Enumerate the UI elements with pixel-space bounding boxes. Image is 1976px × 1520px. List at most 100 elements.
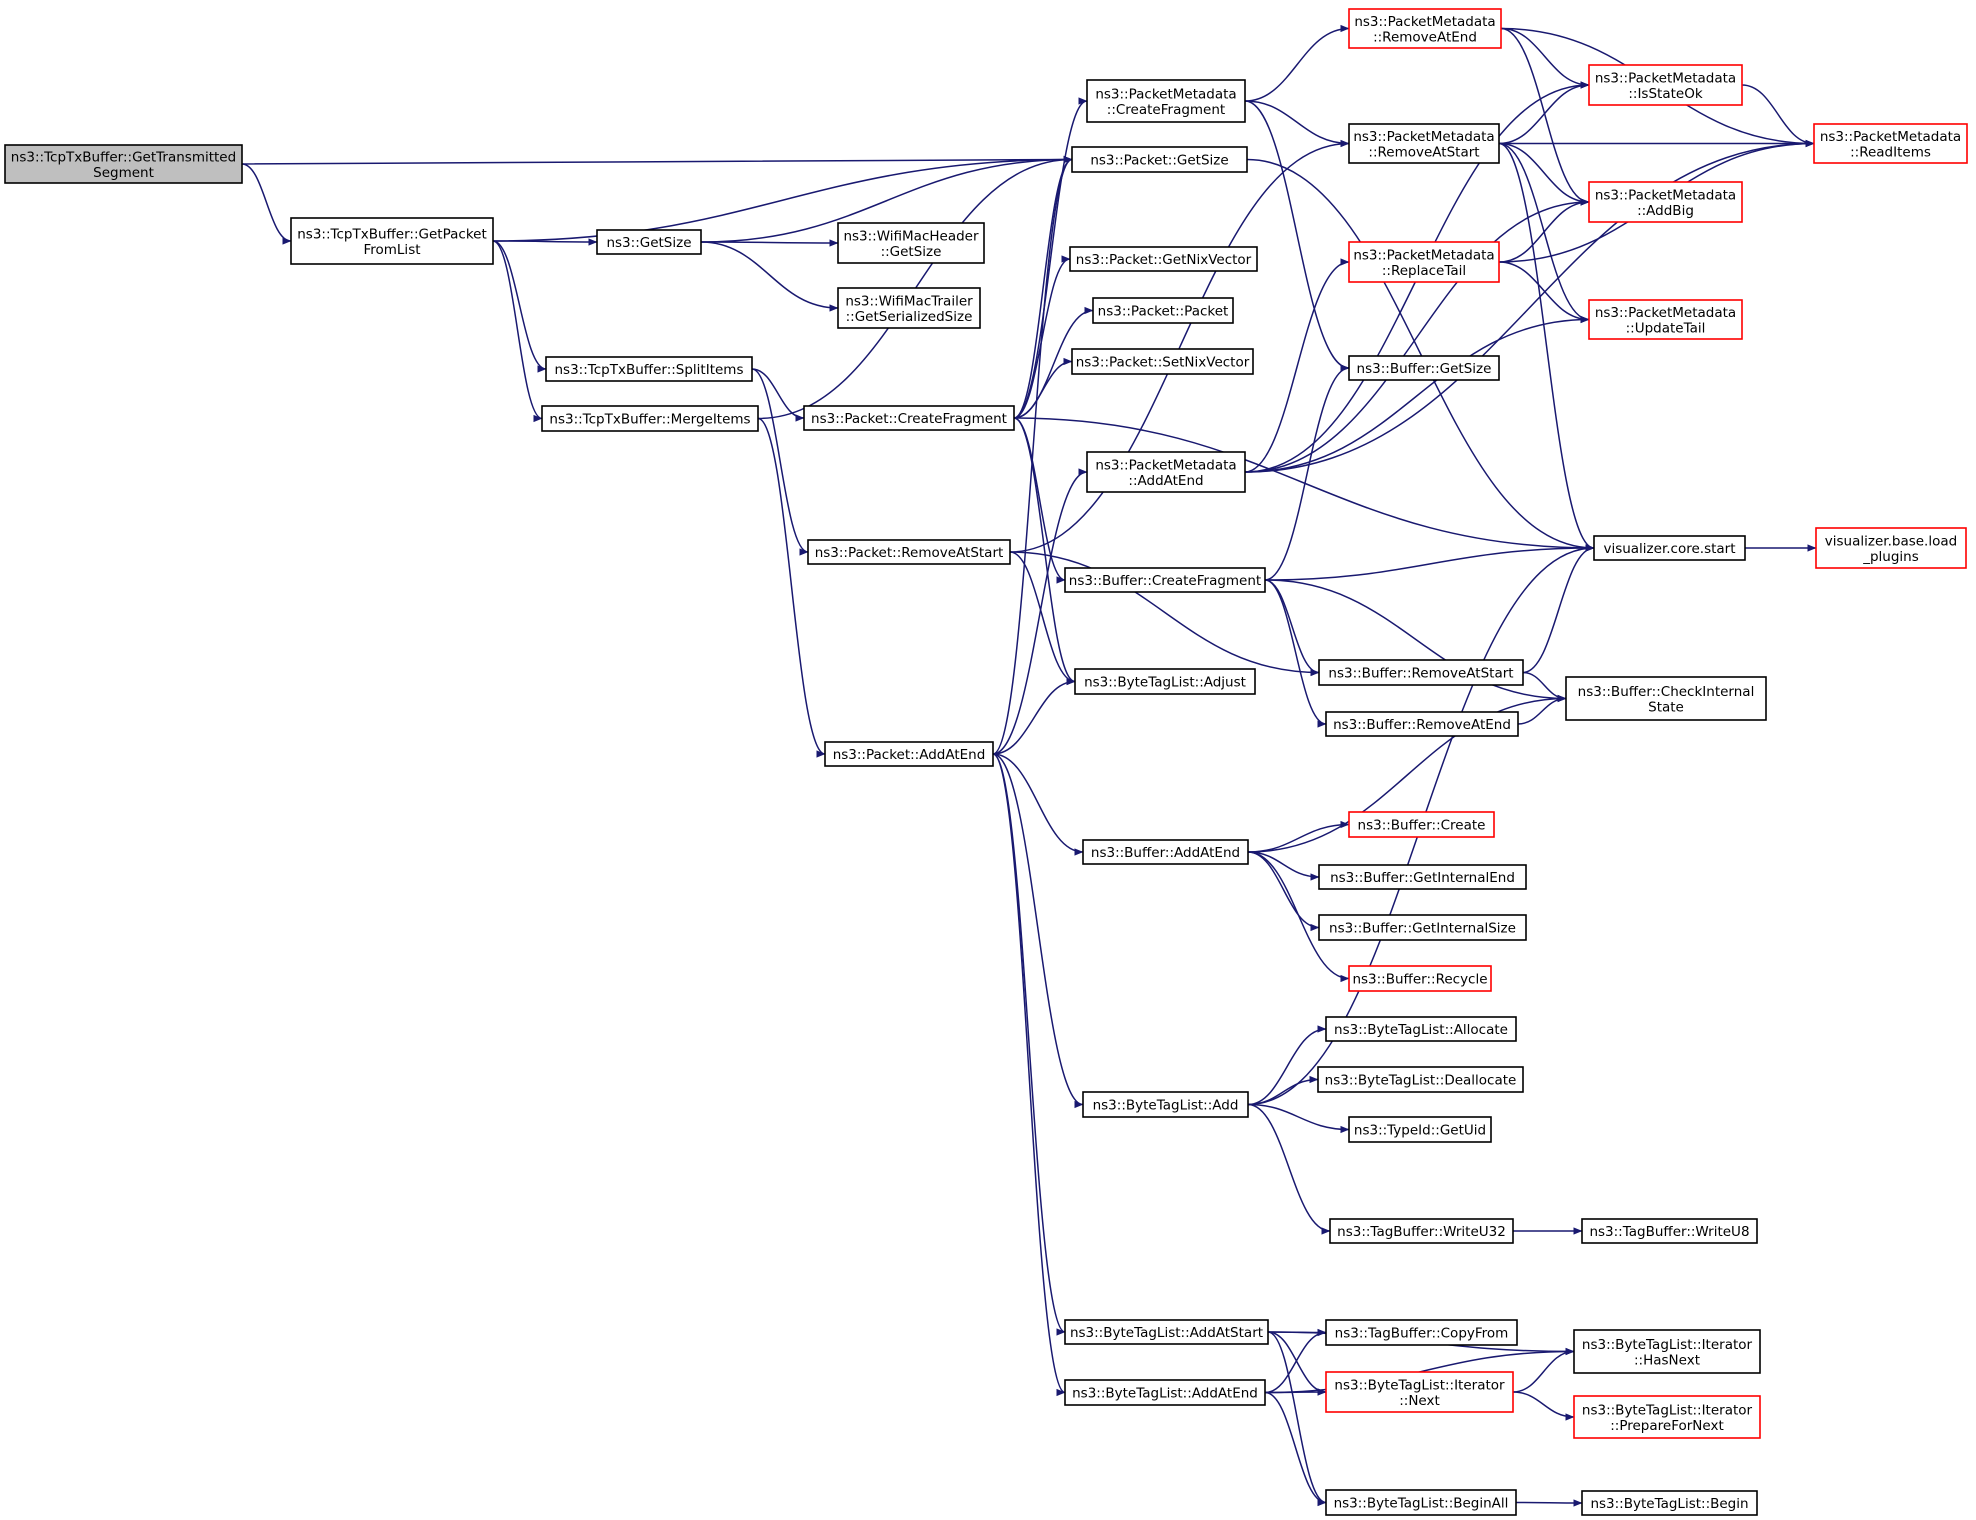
node-ns3-packetmetadata-createfragment[interactable]: ns3::PacketMetadata::CreateFragment [1086, 79, 1246, 123]
node-ns3-packet-setnixvector[interactable]: ns3::Packet::SetNixVector [1071, 348, 1254, 375]
edge-n22-n25 [1741, 84, 1815, 148]
edge-n36-n37 [1247, 1025, 1327, 1106]
edge-arrow [1517, 694, 1567, 725]
node-label-line: ns3::ByteTagList::AddAtEnd [1072, 1386, 1258, 1402]
node-ns3-packetmetadata-replacetail[interactable]: ns3::PacketMetadata::ReplaceTail [1348, 241, 1500, 283]
node-ns3-packetmetadata-addbig[interactable]: ns3::PacketMetadata::AddBig [1588, 181, 1743, 223]
node-box [1593, 535, 1746, 561]
edge-n19-n23 [1498, 142, 1590, 206]
node-ns3-buffer-removeatstart[interactable]: ns3::Buffer::RemoveAtStart [1318, 659, 1524, 686]
node-ns3-bytetaglist-beginall[interactable]: ns3::ByteTagList::BeginAll [1325, 1489, 1517, 1516]
edge-arrow [992, 753, 1066, 1396]
node-ns3-tagbuffer-writeu8[interactable]: ns3::TagBuffer::WriteU8 [1581, 1218, 1758, 1244]
edge-arrow [1515, 1499, 1583, 1507]
node-ns3-buffer-removeatend[interactable]: ns3::Buffer::RemoveAtEnd [1325, 711, 1519, 737]
node-label-line: ns3::PacketMetadata [1353, 129, 1494, 145]
node-ns3-tagbuffer-copyfrom[interactable]: ns3::TagBuffer::CopyFrom [1325, 1319, 1518, 1346]
node-visualizer-core-start[interactable]: visualizer.core.start [1593, 535, 1746, 561]
node-ns3-buffer-addatend[interactable]: ns3::Buffer::AddAtEnd [1082, 839, 1249, 865]
edge-arrow [492, 155, 1073, 242]
node-label-line: ::AddBig [1637, 203, 1694, 219]
node-ns3-packet-addatend[interactable]: ns3::Packet::AddAtEnd [824, 741, 994, 767]
node-ns3-wifimactrailer-getserializedsize[interactable]: ns3::WifiMacTrailer::GetSerializedSize [837, 287, 981, 329]
edge-n18-n23 [1500, 27, 1590, 206]
edge-n2-n26 [1246, 158, 1595, 552]
node-ns3-packetmetadata-updatetail[interactable]: ns3::PacketMetadata::UpdateTail [1588, 299, 1743, 340]
edge-n3-n2 [700, 155, 1073, 243]
edge-n19-n22 [1498, 81, 1590, 145]
node-ns3-bytetaglist-addatstart[interactable]: ns3::ByteTagList::AddAtStart [1064, 1319, 1269, 1345]
node-label-line: ns3::TcpTxBuffer::MergeItems [549, 412, 750, 428]
node-box [4, 144, 243, 184]
node-visualizer-base-load-plugins[interactable]: visualizer.base.load_plugins [1815, 527, 1967, 569]
node-ns3-tagbuffer-writeu32[interactable]: ns3::TagBuffer::WriteU32 [1329, 1218, 1514, 1244]
edge-n10-n36 [992, 753, 1084, 1109]
node-ns3-bytetaglist-deallocate[interactable]: ns3::ByteTagList::Deallocate [1317, 1066, 1524, 1093]
node-ns3-bytetaglist-addatend[interactable]: ns3::ByteTagList::AddAtEnd [1064, 1379, 1266, 1406]
node-label-line: ns3::Buffer::GetInternalSize [1329, 921, 1516, 937]
node-box [1581, 1490, 1758, 1516]
node-box [1318, 659, 1524, 686]
edge-n42-n44 [1267, 1328, 1327, 1337]
node-ns3-tcptxbuffer-splititems[interactable]: ns3::TcpTxBuffer::SplitItems [545, 356, 753, 382]
node-ns3-packet-getnixvector[interactable]: ns3::Packet::GetNixVector [1069, 246, 1258, 272]
node-ns3-buffer-recycle[interactable]: ns3::Buffer::Recycle [1348, 965, 1492, 992]
node-ns3-getsize[interactable]: ns3::GetSize [596, 229, 702, 255]
node-ns3-packetmetadata-removeatend[interactable]: ns3::PacketMetadata::RemoveAtEnd [1348, 8, 1502, 49]
node-ns3-buffer-createfragment[interactable]: ns3::Buffer::CreateFragment [1064, 567, 1266, 593]
node-box [1588, 181, 1743, 223]
edge-n8-n11 [1013, 97, 1088, 419]
edge-arrow [1247, 1025, 1327, 1106]
node-label-line: Segment [93, 165, 154, 181]
node-box [1329, 1218, 1514, 1244]
node-ns3-bytetaglist-add[interactable]: ns3::ByteTagList::Add [1082, 1091, 1249, 1118]
edge-arrow [1013, 417, 1595, 552]
edge-arrow [757, 417, 826, 758]
node-label-line: ::HasNext [1634, 1352, 1700, 1368]
node-ns3-wifimacheader-getsize[interactable]: ns3::WifiMacHeader::GetSize [837, 222, 985, 264]
node-label-line: ns3::Packet::SetNixVector [1076, 355, 1250, 371]
edge-arrow [1244, 24, 1350, 102]
node-ns3-bytetaglist-iterator-hasnext[interactable]: ns3::ByteTagList::Iterator::HasNext [1573, 1329, 1761, 1374]
node-ns3-buffer-create[interactable]: ns3::Buffer::Create [1348, 811, 1495, 838]
node-ns3-packetmetadata-isstateok[interactable]: ns3::PacketMetadata::IsStateOk [1588, 64, 1743, 106]
edge-n16-n21 [1264, 364, 1350, 581]
node-box [290, 217, 494, 265]
edge-arrow [1244, 315, 1590, 473]
node-ns3-bytetaglist-begin[interactable]: ns3::ByteTagList::Begin [1581, 1490, 1758, 1516]
node-box [837, 222, 985, 264]
node-ns3-tcptxbuffer-mergeitems[interactable]: ns3::TcpTxBuffer::MergeItems [541, 405, 759, 432]
node-ns3-packetmetadata-readitems[interactable]: ns3::PacketMetadata::ReadItems [1813, 123, 1968, 164]
node-ns3-typeid-getuid[interactable]: ns3::TypeId::GetUid [1348, 1116, 1492, 1143]
edge-arrow [241, 155, 1073, 165]
edge-n0-n1 [241, 163, 292, 245]
edge-arrow [241, 163, 292, 245]
node-ns3-packet-createfragment[interactable]: ns3::Packet::CreateFragment [803, 405, 1015, 431]
node-ns3-packet-removeatstart[interactable]: ns3::Packet::RemoveAtStart [807, 539, 1011, 565]
node-ns3-buffer-getinternalend[interactable]: ns3::Buffer::GetInternalEnd [1318, 864, 1527, 890]
node-ns3-bytetaglist-iterator-next[interactable]: ns3::ByteTagList::Iterator::Next [1325, 1371, 1514, 1413]
node-ns3-buffer-getinternalsize[interactable]: ns3::Buffer::GetInternalSize [1318, 914, 1527, 941]
node-ns3-bytetaglist-iterator-preparefornext[interactable]: ns3::ByteTagList::Iterator::PrepareForNe… [1573, 1395, 1761, 1439]
node-ns3-buffer-getsize[interactable]: ns3::Buffer::GetSize [1348, 355, 1500, 381]
node-ns3-packetmetadata-addatend[interactable]: ns3::PacketMetadata::AddAtEnd [1086, 451, 1246, 493]
edge-n8-n26 [1013, 417, 1595, 552]
node-ns3-bytetaglist-adjust[interactable]: ns3::ByteTagList::Adjust [1074, 668, 1256, 695]
node-label-line: ::CreateFragment [1107, 102, 1225, 118]
edge-arrow [1013, 417, 1066, 584]
edge-n1-n2 [492, 155, 1073, 242]
node-label-line: visualizer.base.load [1825, 533, 1957, 549]
node-ns3-packetmetadata-removeatstart[interactable]: ns3::PacketMetadata::RemoveAtStart [1348, 123, 1500, 164]
node-box [1348, 965, 1492, 992]
node-ns3-bytetaglist-allocate[interactable]: ns3::ByteTagList::Allocate [1325, 1016, 1517, 1042]
node-ns3-packet-getsize[interactable]: ns3::Packet::GetSize [1071, 146, 1248, 173]
edge-arrow [1246, 158, 1595, 552]
node-box [1348, 355, 1500, 381]
edge-arrow [1498, 261, 1590, 324]
node-ns3-packet-packet[interactable]: ns3::Packet::Packet [1092, 297, 1234, 324]
edge-n29-n30 [1517, 694, 1567, 725]
edge-arrow [1247, 820, 1350, 853]
